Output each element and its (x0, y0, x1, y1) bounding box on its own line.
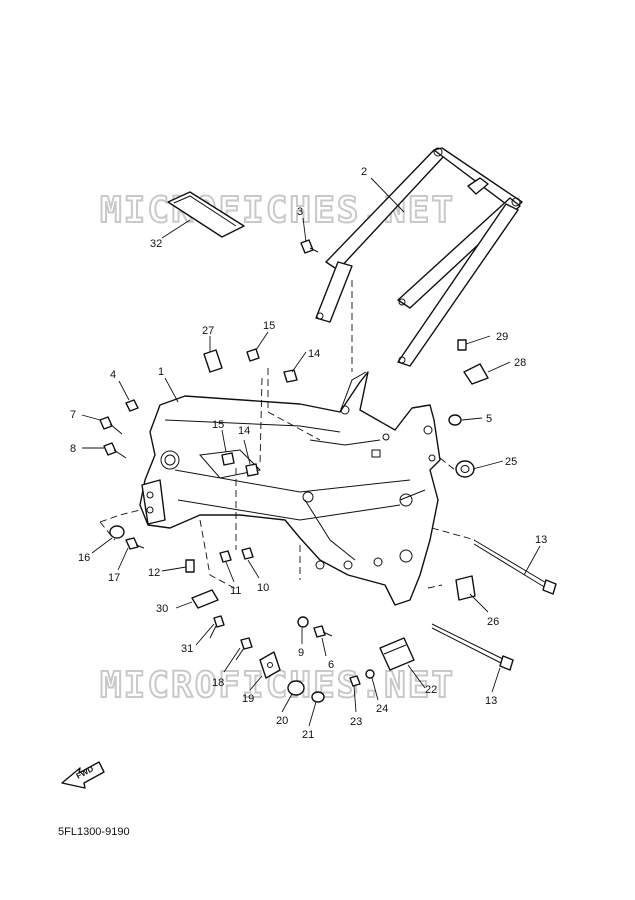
part-24-washer (365, 669, 375, 679)
part-13-through-bolt-lower (431, 623, 514, 671)
part-27-damper (203, 349, 223, 373)
part-1-main-frame (139, 371, 441, 606)
part-11-bolt (219, 550, 232, 563)
callout-15-lower: 15 (212, 419, 224, 431)
part-25-grommet (455, 460, 475, 478)
callout-14-lower: 14 (238, 425, 250, 437)
part-32-plate (167, 191, 245, 238)
callout-22: 22 (425, 684, 437, 696)
leader-lines (81, 177, 541, 727)
callout-11: 11 (230, 585, 241, 597)
callout-7: 7 (70, 409, 76, 421)
part-18-bolt (235, 637, 253, 661)
part-15-nut-upper (246, 348, 260, 362)
callout-16: 16 (78, 552, 90, 564)
callout-29: 29 (496, 331, 508, 343)
callout-12: 12 (148, 567, 160, 579)
callout-23: 23 (350, 716, 362, 728)
callout-21: 21 (302, 729, 314, 741)
callout-4: 4 (110, 369, 116, 381)
drawing-code: 5FL1300-9190 (58, 826, 130, 838)
part-6-bolt (313, 625, 333, 638)
part-7-bolt (99, 416, 123, 435)
callout-26: 26 (487, 616, 499, 628)
part-22-bracket (379, 637, 415, 671)
part-5-cap (448, 414, 462, 426)
callout-27: 27 (202, 325, 214, 337)
part-29-bolt (457, 339, 467, 351)
callout-10: 10 (257, 582, 269, 594)
forward-arrow-icon: FWD (61, 761, 105, 789)
part-31-bolt (209, 615, 225, 639)
callout-13-lower: 13 (485, 695, 497, 707)
callout-labels: 1 2 3 4 5 6 7 8 9 10 11 12 13 13 14 14 1… (70, 166, 547, 741)
callout-17: 17 (108, 572, 120, 584)
part-20-collar (287, 680, 305, 696)
callout-5: 5 (486, 413, 492, 425)
part-8-bolt (103, 442, 127, 459)
callout-30: 30 (156, 603, 168, 615)
callout-28: 28 (514, 357, 526, 369)
part-14-nut-upper (283, 369, 298, 383)
callout-24: 24 (376, 703, 388, 715)
part-21-bolt (311, 691, 325, 703)
callout-13-upper: 13 (535, 534, 547, 546)
part-14-nut-lower (245, 463, 259, 477)
callout-2: 2 (361, 166, 367, 178)
callout-18: 18 (212, 677, 224, 689)
part-16-washer (109, 525, 125, 539)
part-17-bolt (125, 537, 145, 550)
callout-19: 19 (242, 693, 254, 705)
part-2-rear-subframe (315, 147, 523, 367)
part-13-through-bolt-upper (473, 539, 557, 595)
part-12-bolt (185, 559, 195, 573)
part-28-bracket (463, 363, 489, 385)
part-23-bolt (349, 675, 361, 687)
part-3-bolt (300, 239, 319, 254)
callout-1: 1 (158, 366, 164, 378)
part-10-bolt (241, 547, 254, 560)
callout-20: 20 (276, 715, 288, 727)
callout-3: 3 (297, 206, 303, 218)
part-15-nut-lower (221, 452, 235, 466)
callout-31: 31 (181, 643, 193, 655)
alignment-lines (99, 280, 476, 591)
callout-8: 8 (70, 443, 76, 455)
part-4-nut (125, 399, 139, 412)
callout-14-upper: 14 (308, 348, 320, 360)
callout-32: 32 (150, 238, 162, 250)
part-19-bracket (259, 651, 281, 679)
callout-15-upper: 15 (263, 320, 275, 332)
callout-6: 6 (328, 659, 334, 671)
part-30-plate (191, 589, 219, 609)
callout-25: 25 (505, 456, 517, 468)
callout-9: 9 (298, 647, 304, 659)
part-9-washer (297, 616, 309, 628)
